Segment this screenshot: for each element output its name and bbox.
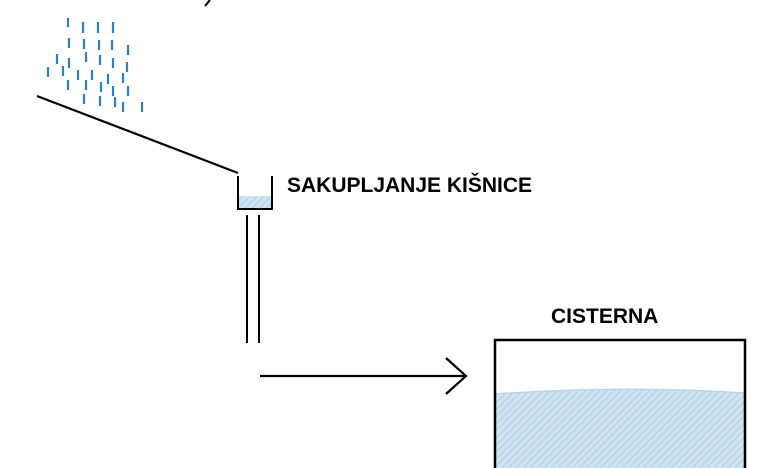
tank-label: CISTERNA bbox=[551, 305, 659, 328]
cistern-tank bbox=[493, 338, 747, 468]
rain-drops bbox=[46, 18, 144, 112]
arrow-right-icon bbox=[260, 357, 468, 395]
downpipe bbox=[246, 215, 260, 343]
gutter-label: SAKUPLJANJE KIŠNICE bbox=[287, 174, 533, 197]
gutter-collector bbox=[237, 176, 273, 210]
roof-line bbox=[36, 94, 239, 175]
top-edge-stroke bbox=[204, 0, 211, 7]
